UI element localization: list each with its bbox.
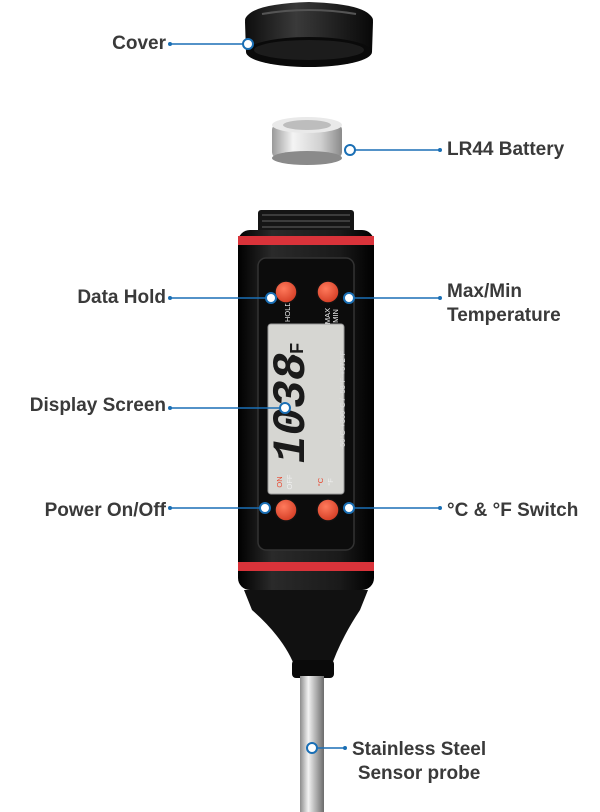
probe-label-line1: Stainless Steel [352, 739, 487, 760]
power-label: Power On/Off [44, 500, 166, 521]
top-red-band [238, 236, 374, 245]
lcd-unit: °F [287, 343, 307, 361]
max-min-label-line1: Max/Min [447, 281, 522, 302]
probe-label-line2: Sensor probe [357, 763, 481, 784]
bottom-red-band [238, 562, 374, 571]
probe-label: Stainless Steel Sensor probe [352, 738, 486, 786]
max-min-label: Max/Min Temperature [447, 280, 561, 328]
device-buttons [274, 280, 340, 522]
leader-lines [170, 43, 440, 749]
hold-button [274, 280, 298, 304]
max-min-label-line2: Temperature [447, 305, 561, 326]
display-screen-label: Display Screen [29, 395, 166, 416]
unit-switch-label: °C & °F Switch [447, 500, 579, 521]
max-min-button [316, 280, 340, 304]
min-text: MIN [331, 309, 340, 323]
max-text: MAX [323, 308, 332, 324]
anchor-rings [242, 38, 356, 754]
hold-text: HOLD [283, 301, 292, 322]
battery-label: LR44 Battery [447, 139, 565, 160]
fahrenheit-text: °F [326, 478, 335, 486]
on-text: ON [275, 476, 284, 487]
off-text: OFF [285, 474, 294, 489]
leader-dots [168, 42, 442, 750]
device-printed-labels: HOLD MAX MIN ON OFF °C °F [275, 301, 340, 490]
cover-cap [245, 2, 373, 67]
data-hold-label: Data Hold [77, 287, 166, 308]
range-text: -50°C-+300°C / -58°F-+572°F [338, 350, 347, 449]
cover-label: Cover [112, 33, 166, 54]
unit-switch-button [316, 498, 340, 522]
lr44-battery [272, 117, 342, 165]
celsius-text: °C [316, 477, 325, 486]
power-button [274, 498, 298, 522]
lcd-screen: 1038 °F -50°C-+300°C / -58°F-+572°F [266, 323, 347, 495]
